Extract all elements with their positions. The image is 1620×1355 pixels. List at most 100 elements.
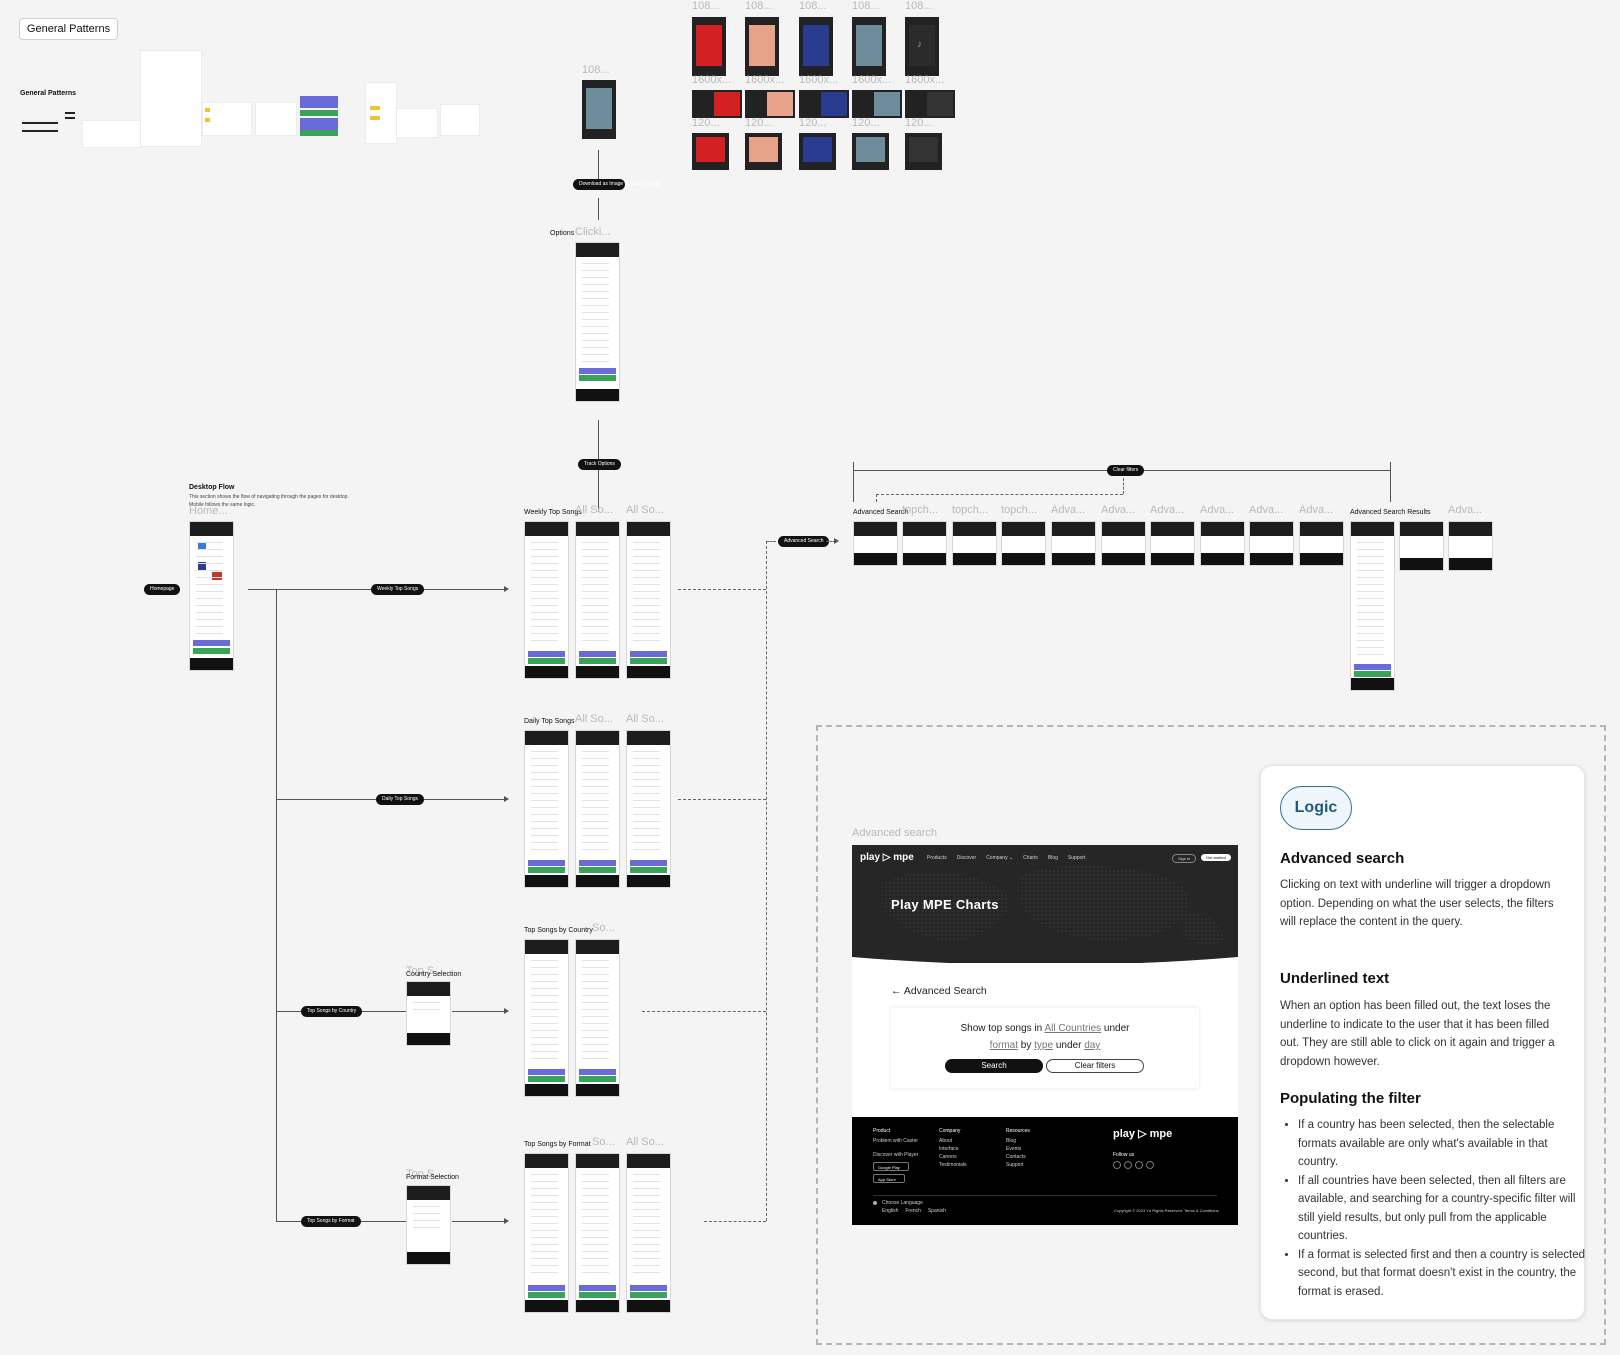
daily-top-songs-pill[interactable]: Daily Top Songs: [376, 794, 425, 805]
advanced-frame-13[interactable]: [1448, 521, 1493, 571]
nav-blog[interactable]: Blog: [1047, 855, 1058, 861]
footer-resources-item-3[interactable]: Contacts: [1006, 1154, 1026, 1160]
export-label-r1-2: 108...: [745, 0, 773, 12]
export-sq-pink[interactable]: [745, 133, 782, 170]
footer-resources-item-4[interactable]: Support: [1006, 1162, 1024, 1168]
query-day-dropdown[interactable]: day: [1084, 1040, 1101, 1051]
top-songs-country-pill[interactable]: Top Songs by Country: [301, 1006, 363, 1017]
advanced-frame-8[interactable]: [1200, 521, 1245, 566]
weekly-frame-2[interactable]: [575, 521, 620, 679]
footer-resources-item-1[interactable]: Blog: [1006, 1138, 1017, 1144]
footer-logo[interactable]: play ▷ mpe: [1113, 1128, 1173, 1140]
advanced-search-pill[interactable]: Advanced Search: [778, 536, 830, 547]
export-thumb-red[interactable]: [692, 17, 726, 76]
format-frame-3[interactable]: [626, 1153, 671, 1313]
advanced-results-frame[interactable]: [1350, 521, 1395, 691]
advanced-frame-1[interactable]: [853, 521, 898, 566]
advanced-frame-7[interactable]: [1150, 521, 1195, 566]
weekly-frame-3[interactable]: [626, 521, 671, 679]
frame-row-line: [582, 988, 609, 989]
footer-company-item-4[interactable]: Testimonials: [939, 1162, 967, 1168]
footer-company-item-3[interactable]: Careers: [939, 1154, 957, 1160]
export-wide-pink[interactable]: [745, 90, 795, 118]
clear-filters-pill[interactable]: Clear filters: [1107, 465, 1145, 476]
social-icon-3[interactable]: [1135, 1161, 1143, 1169]
frame-row-line: [531, 619, 558, 620]
query-country-dropdown[interactable]: All Countries: [1044, 1023, 1102, 1034]
footer-company-item-2[interactable]: Interface: [939, 1146, 959, 1152]
weekly-top-songs-pill[interactable]: Weekly Top Songs: [371, 584, 425, 595]
frame-row-line: [531, 1002, 558, 1003]
export-wide-blue[interactable]: [799, 90, 849, 118]
format-selection-frame[interactable]: [406, 1185, 451, 1265]
export-sq-red[interactable]: [692, 133, 729, 170]
homepage-frame[interactable]: [189, 521, 234, 671]
general-patterns-chip[interactable]: General Patterns: [19, 18, 118, 40]
sign-in-button[interactable]: Sign in: [1172, 854, 1197, 863]
export-thumb-note[interactable]: ♪: [905, 17, 939, 76]
format-frame-1[interactable]: [524, 1153, 569, 1313]
daily-frame-3[interactable]: [626, 730, 671, 888]
export-thumb-pink[interactable]: [745, 17, 779, 76]
export-label-r3-1: 120...: [692, 117, 720, 129]
footer-language-label[interactable]: Choose Language: [882, 1200, 923, 1206]
back-link[interactable]: ← Advanced Search: [891, 985, 987, 997]
adv-ghost-8: Adva...: [1249, 504, 1284, 516]
download-preview-frame[interactable]: [582, 80, 616, 139]
frame-row-line: [582, 326, 609, 327]
query-part-2: under: [1103, 1023, 1130, 1034]
advanced-frame-6[interactable]: [1101, 521, 1146, 566]
format-frame-2[interactable]: [575, 1153, 620, 1313]
social-icon-2[interactable]: [1124, 1161, 1132, 1169]
export-wide-sea[interactable]: [852, 90, 902, 118]
footer-product-item-1[interactable]: Problem with Caster: [873, 1138, 919, 1144]
export-sq-note[interactable]: [905, 133, 942, 170]
export-sq-blue[interactable]: [799, 133, 836, 170]
clear-filters-button[interactable]: Clear filters: [1046, 1059, 1144, 1073]
export-wide-note[interactable]: [905, 90, 955, 118]
nav-products[interactable]: Products: [927, 855, 947, 861]
query-type-dropdown[interactable]: type: [1034, 1040, 1054, 1051]
advanced-frame-10[interactable]: [1299, 521, 1344, 566]
advanced-frame-12[interactable]: [1399, 521, 1444, 571]
social-icon-1[interactable]: [1113, 1161, 1121, 1169]
footer-resources-item-2[interactable]: Events: [1006, 1146, 1022, 1152]
nav-discover[interactable]: Discover: [956, 855, 977, 861]
google-play-badge[interactable]: Google Play: [873, 1162, 909, 1171]
advanced-frame-5[interactable]: [1051, 521, 1096, 566]
advanced-frame-4[interactable]: [1001, 521, 1046, 566]
footer-languages[interactable]: English French Spanish: [882, 1208, 946, 1214]
frame-row-line: [531, 793, 558, 794]
daily-frame-1[interactable]: [524, 730, 569, 888]
top-songs-format-pill[interactable]: Top Songs by Format: [301, 1216, 361, 1227]
nav-charts[interactable]: Charts: [1023, 855, 1038, 861]
nav-company[interactable]: Company ⌄: [986, 855, 1014, 861]
mock-logo[interactable]: play ▷ mpe: [860, 852, 914, 863]
country-selection-frame[interactable]: [406, 981, 451, 1046]
homepage-pill[interactable]: Homepage: [144, 584, 181, 595]
country-frame-1[interactable]: [524, 939, 569, 1097]
export-thumb-blue[interactable]: [799, 17, 833, 76]
export-label-r1-4: 108...: [852, 0, 880, 12]
frame-row-line: [633, 1202, 660, 1203]
track-options-pill[interactable]: Track Options: [578, 459, 621, 470]
footer-product-item-2[interactable]: Discover with Player: [873, 1152, 919, 1158]
query-format-dropdown[interactable]: format: [989, 1040, 1019, 1051]
export-wide-red[interactable]: [692, 90, 742, 118]
advanced-frame-9[interactable]: [1249, 521, 1294, 566]
export-thumb-sea[interactable]: [852, 17, 886, 76]
get-started-button[interactable]: Get started: [1201, 854, 1231, 861]
search-button[interactable]: Search: [945, 1059, 1043, 1073]
footer-company-item-1[interactable]: About: [939, 1138, 953, 1144]
download-image-pill[interactable]: Download as Image (Social Sharing): [573, 179, 660, 190]
app-store-badge[interactable]: App Store: [873, 1174, 905, 1183]
daily-frame-2[interactable]: [575, 730, 620, 888]
country-frame-2[interactable]: [575, 939, 620, 1097]
nav-support[interactable]: Support: [1067, 855, 1086, 861]
advanced-frame-3[interactable]: [952, 521, 997, 566]
advanced-frame-2[interactable]: [902, 521, 947, 566]
options-frame[interactable]: [575, 242, 620, 402]
weekly-frame-1[interactable]: [524, 521, 569, 679]
export-sq-sea[interactable]: [852, 133, 889, 170]
social-icon-4[interactable]: [1146, 1161, 1154, 1169]
